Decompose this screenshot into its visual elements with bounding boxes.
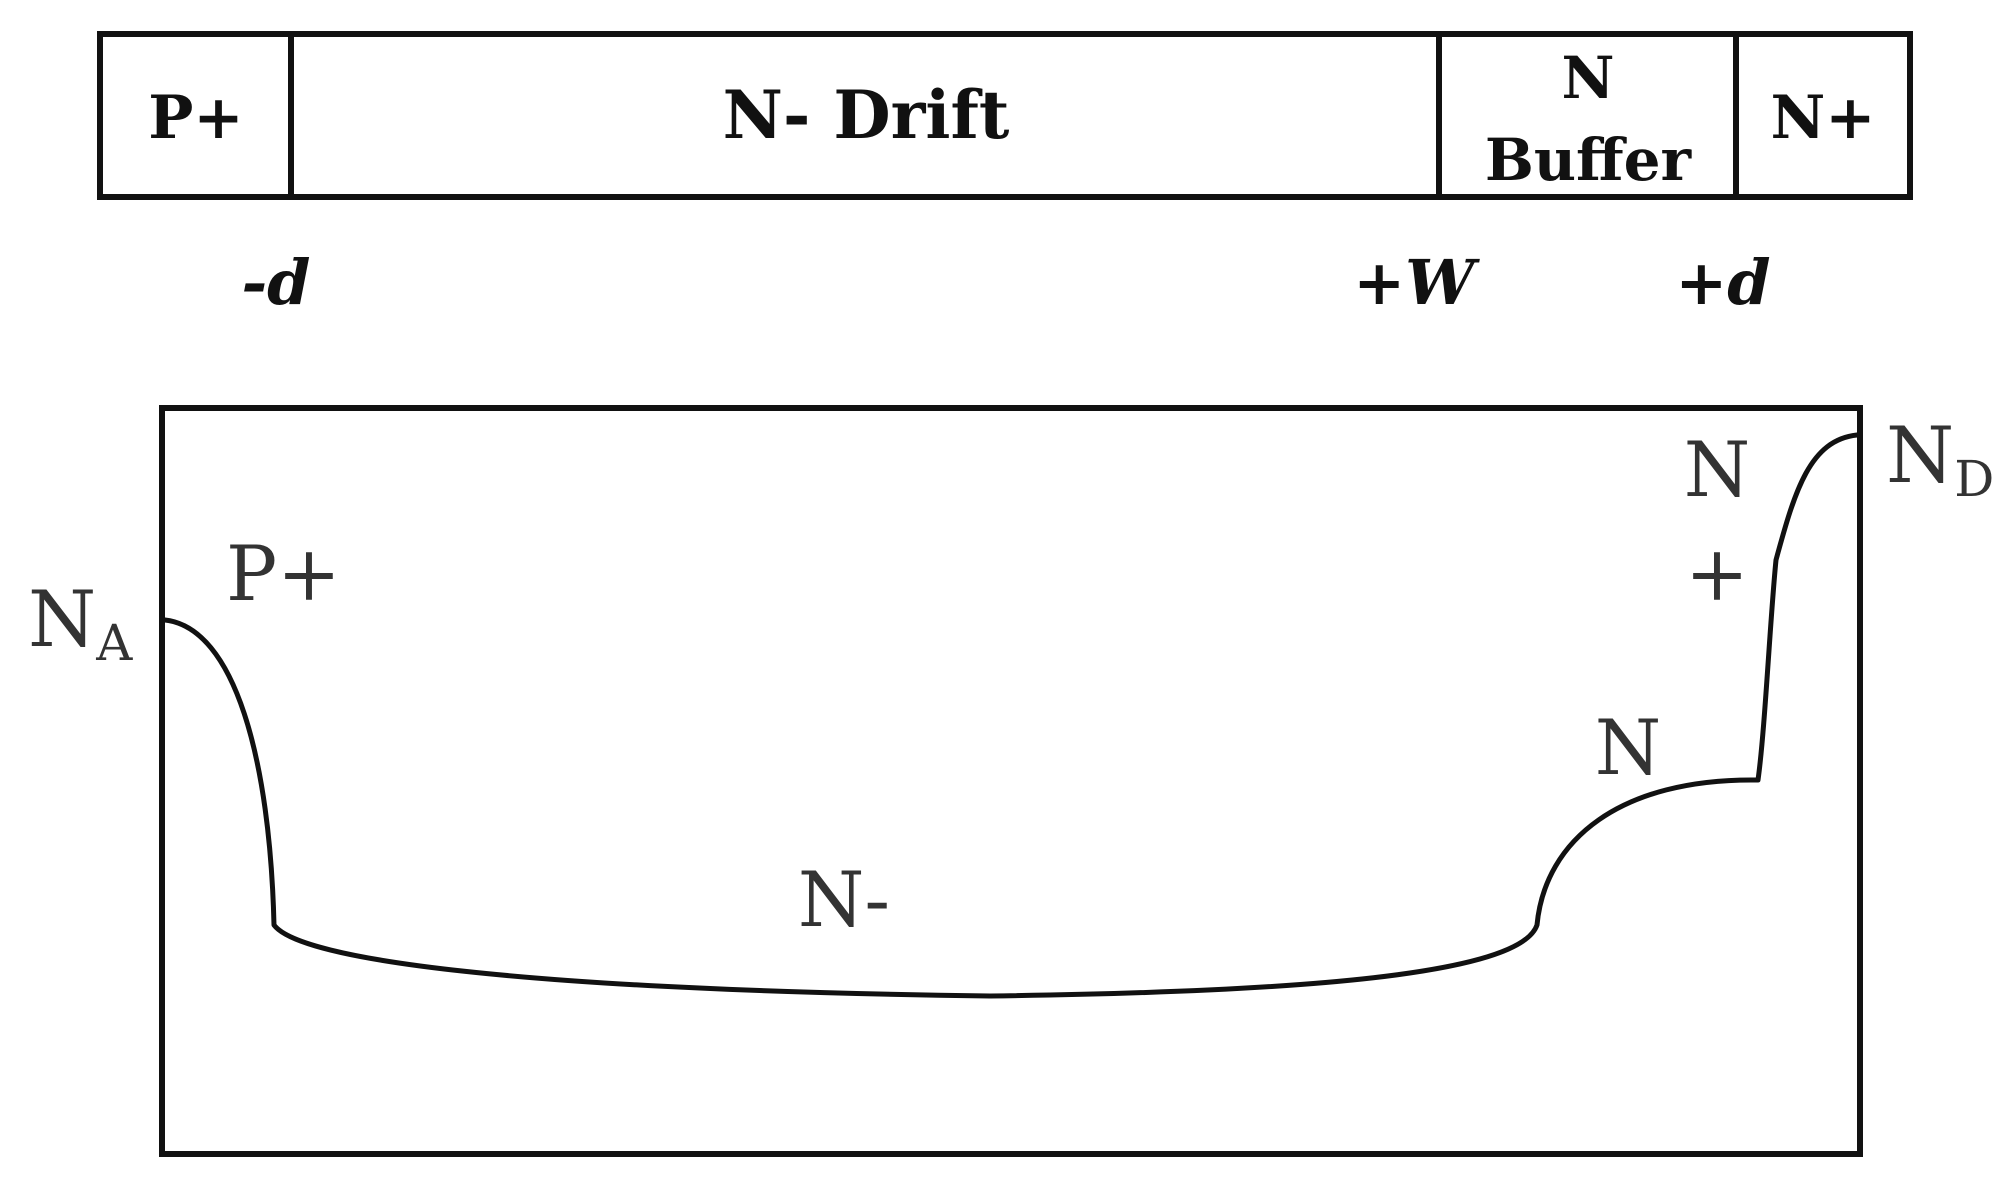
region-n-plus-label: N+ (1770, 83, 1875, 153)
doping-profile-curve (162, 432, 1860, 999)
position-plus-d: +d (1675, 246, 1770, 319)
nd-label: ND (1886, 411, 1994, 508)
position-plus-w: +W (1353, 246, 1480, 319)
position-markers: -d +W +d (241, 246, 1770, 319)
device-bar-outline (97, 31, 1913, 200)
region-p-plus-label: P+ (148, 83, 243, 153)
position-minus-d: -d (241, 246, 310, 319)
profile-frame (159, 405, 1863, 1157)
doping-profile-plot: NA ND P+ N + N N- (28, 405, 1994, 1157)
profile-n-plus-label-top: N (1684, 425, 1751, 514)
profile-n-plus-label-bottom: + (1685, 529, 1749, 618)
profile-n-minus-label: N- (798, 855, 890, 944)
profile-n-buffer-label: N (1595, 703, 1662, 792)
profile-p-plus-label: P+ (226, 529, 341, 618)
na-label: NA (28, 575, 133, 672)
device-structure-bar: P+ N- Drift N Buffer N+ (97, 31, 1913, 200)
region-n-buffer-label-line1: N (1561, 44, 1614, 112)
region-n-buffer-label-line2: Buffer (1485, 126, 1693, 194)
region-n-drift-label: N- Drift (723, 76, 1010, 154)
